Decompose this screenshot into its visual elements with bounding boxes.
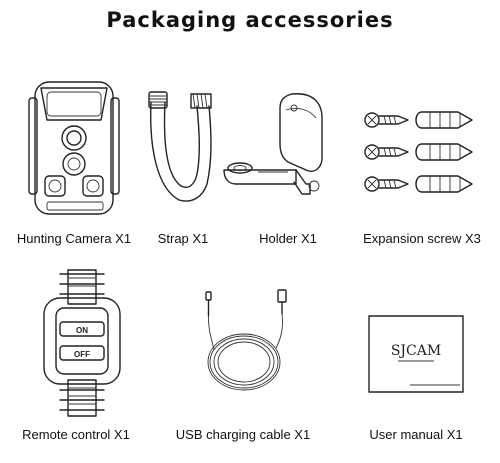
page-title: Packaging accessories bbox=[106, 8, 394, 32]
expansion-screws-label: Expansion screw X3 bbox=[363, 231, 481, 246]
strap-illustration bbox=[143, 88, 223, 208]
strap-label: Strap X1 bbox=[157, 231, 209, 246]
remote-control-illustration: ON OFF bbox=[38, 268, 126, 418]
holder-label: Holder X1 bbox=[259, 231, 317, 246]
user-manual-illustration: SJCAM bbox=[368, 315, 464, 393]
usb-cable-label: USB charging cable X1 bbox=[175, 427, 311, 442]
off-button-text: OFF bbox=[74, 350, 90, 359]
on-button-text: ON bbox=[76, 326, 88, 335]
manual-brand-text: SJCAM bbox=[391, 343, 441, 359]
holder-illustration bbox=[218, 88, 338, 200]
user-manual-label: User manual X1 bbox=[369, 427, 463, 442]
remote-control-label: Remote control X1 bbox=[22, 427, 130, 442]
expansion-screws-illustration bbox=[360, 106, 480, 196]
hunting-camera-label: Hunting Camera X1 bbox=[16, 231, 132, 246]
hunting-camera-illustration bbox=[25, 80, 125, 220]
usb-cable-illustration bbox=[196, 289, 296, 400]
